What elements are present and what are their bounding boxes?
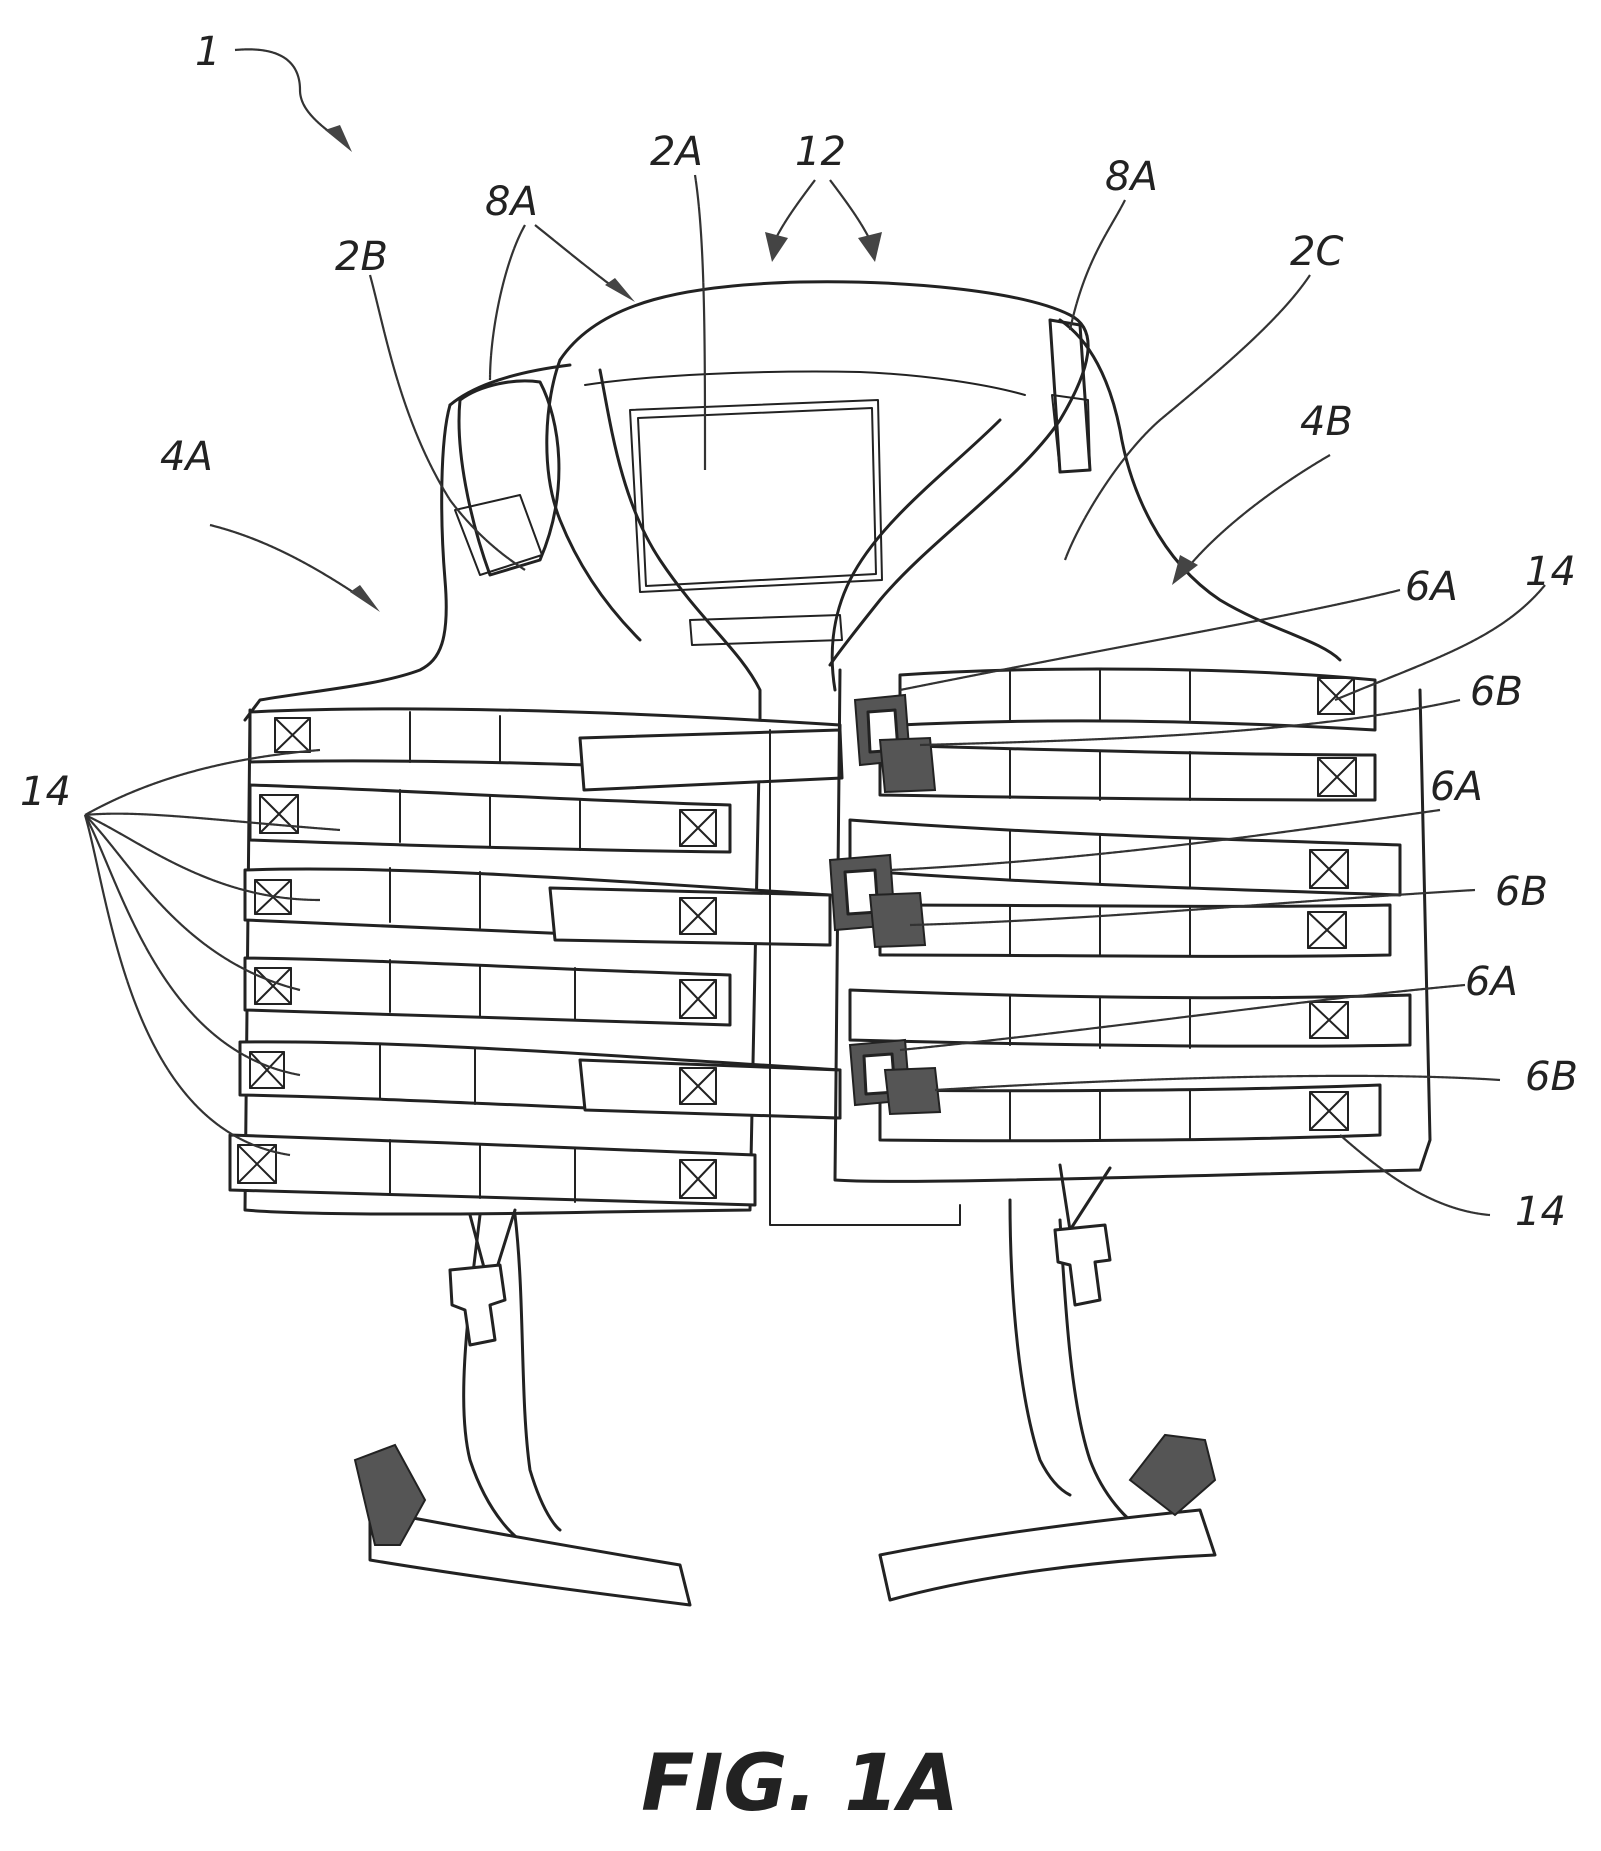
right-leg-clip <box>1128 1433 1217 1517</box>
left-strap-rows <box>228 707 961 1226</box>
label-6a-low: 6A <box>1465 959 1518 1005</box>
right-row-6 <box>878 1083 1382 1143</box>
label-6b-mid: 6B <box>1495 869 1548 915</box>
leader-lines <box>83 48 1546 1217</box>
left-leg-clip <box>353 1443 427 1546</box>
left-front-panel <box>243 363 762 722</box>
label-8a-right: 8A <box>1105 154 1158 200</box>
left-row-2 <box>248 783 732 854</box>
figure-caption: FIG. 1A <box>641 1739 959 1829</box>
arrow-icon-12a <box>765 232 788 262</box>
left-leg-buckle <box>448 1263 507 1347</box>
label-4b: 4B <box>1300 399 1353 445</box>
right-row-1 <box>898 667 1377 732</box>
right-front-panel <box>830 318 1342 692</box>
label-14-bottom: 14 <box>1515 1189 1566 1235</box>
arrow-icon-4b <box>1172 555 1198 585</box>
left-row-3 <box>243 867 832 947</box>
label-1: 1 <box>195 29 220 75</box>
right-strap-rows <box>833 667 1432 1183</box>
reference-labels: 1 2A 12 8A 8A 2B 2C 4A 4B 6A 14 6B 6A 6B… <box>20 29 1578 1235</box>
label-2a: 2A <box>650 129 703 175</box>
arrow-icon-8a <box>605 278 635 302</box>
label-6b-top: 6B <box>1470 669 1523 715</box>
right-row-4 <box>878 903 1392 958</box>
leg-straps <box>353 1163 1217 1607</box>
left-shoulder-strap <box>457 379 561 577</box>
right-row-2 <box>878 743 1377 802</box>
label-2b: 2B <box>335 234 388 280</box>
right-row-3 <box>848 818 1402 897</box>
arrow-icon-12b <box>858 232 882 262</box>
left-row-6 <box>228 1133 757 1207</box>
label-12: 12 <box>795 129 846 175</box>
buckle-low <box>848 1038 942 1116</box>
right-row-5 <box>848 988 1412 1049</box>
buckle-top <box>853 693 937 794</box>
label-6b-low: 6B <box>1525 1054 1578 1100</box>
label-14-left: 14 <box>20 769 71 815</box>
label-6a-mid: 6A <box>1430 764 1483 810</box>
label-4a: 4A <box>160 434 213 480</box>
arrow-icon-1 <box>325 125 352 152</box>
arrow-icon-4a <box>350 585 380 612</box>
label-8a-left: 8A <box>485 179 538 225</box>
label-6a-top: 6A <box>1405 564 1458 610</box>
collar-panel <box>558 280 1090 667</box>
buckle-mid <box>828 853 927 949</box>
left-row-5 <box>238 1040 842 1120</box>
buckles <box>828 693 942 1116</box>
left-row-1 <box>248 707 844 792</box>
back-panel-rect <box>629 399 883 593</box>
label-14-top: 14 <box>1525 549 1576 595</box>
right-leg-buckle <box>1053 1223 1112 1307</box>
left-row-4 <box>243 956 732 1027</box>
vest-body <box>545 280 1090 667</box>
label-2c: 2C <box>1290 229 1343 275</box>
